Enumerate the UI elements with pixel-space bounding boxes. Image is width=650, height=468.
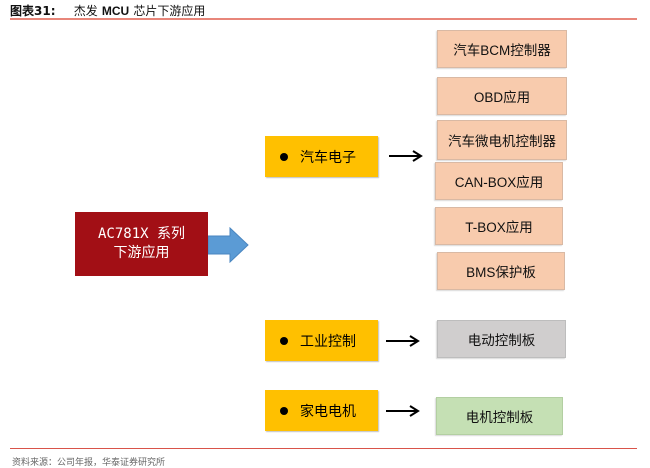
source-note: 资料来源：公司年报，华泰证券研究所 [12,458,166,468]
app-bms-protection-board: BMS保护板 [437,252,565,290]
app-can-box: CAN-BOX应用 [435,162,563,200]
right-arrow-icon [386,405,420,417]
category-label: 汽车电子 [300,149,356,166]
app-t-box: T-BOX应用 [435,207,563,245]
bullet-icon [280,152,288,161]
figure-title: 图表31: 杰发 MCU 芯片下游应用 [10,2,205,19]
main-node-ac781x: AC781X 系列 下游应用 [75,212,208,276]
app-label: 汽车BCM控制器 [453,43,551,58]
block-arrow-icon [208,227,249,263]
category-label: 家电电机 [300,403,356,420]
footer-divider [10,448,637,449]
app-auto-bcm-controller: 汽车BCM控制器 [437,30,567,68]
right-arrow-icon [386,335,420,347]
app-label: 电机控制板 [465,410,534,425]
category-auto-electronics: 汽车电子 [265,136,378,177]
main-node-line1: AC781X 系列 [97,226,185,242]
app-label: CAN-BOX应用 [454,175,544,190]
title-brand: MCU [101,4,130,18]
app-motor-control-board: 电机控制板 [436,397,563,435]
app-label: 汽车微电机控制器 [448,134,556,149]
app-label: 电动控制板 [467,333,536,348]
app-label: T-BOX应用 [465,220,533,235]
bullet-icon [280,336,288,345]
bullet-icon [280,406,288,415]
app-label: BMS保护板 [466,265,536,280]
right-arrow-icon [389,150,423,162]
category-industrial-control: 工业控制 [265,320,378,361]
app-auto-micro-motor-controller: 汽车微电机控制器 [437,120,567,160]
category-label: 工业控制 [300,333,356,350]
main-node-line2: 下游应用 [113,245,170,261]
figure-number: 图表31: [10,4,56,18]
title-prefix: 杰发 [73,4,98,18]
app-electric-control-board: 电动控制板 [437,320,566,358]
title-suffix: 芯片下游应用 [133,4,206,18]
app-obd: OBD应用 [437,77,567,115]
title-divider [10,18,637,20]
category-home-appliance-motor: 家电电机 [265,390,378,431]
app-label: OBD应用 [473,90,531,105]
